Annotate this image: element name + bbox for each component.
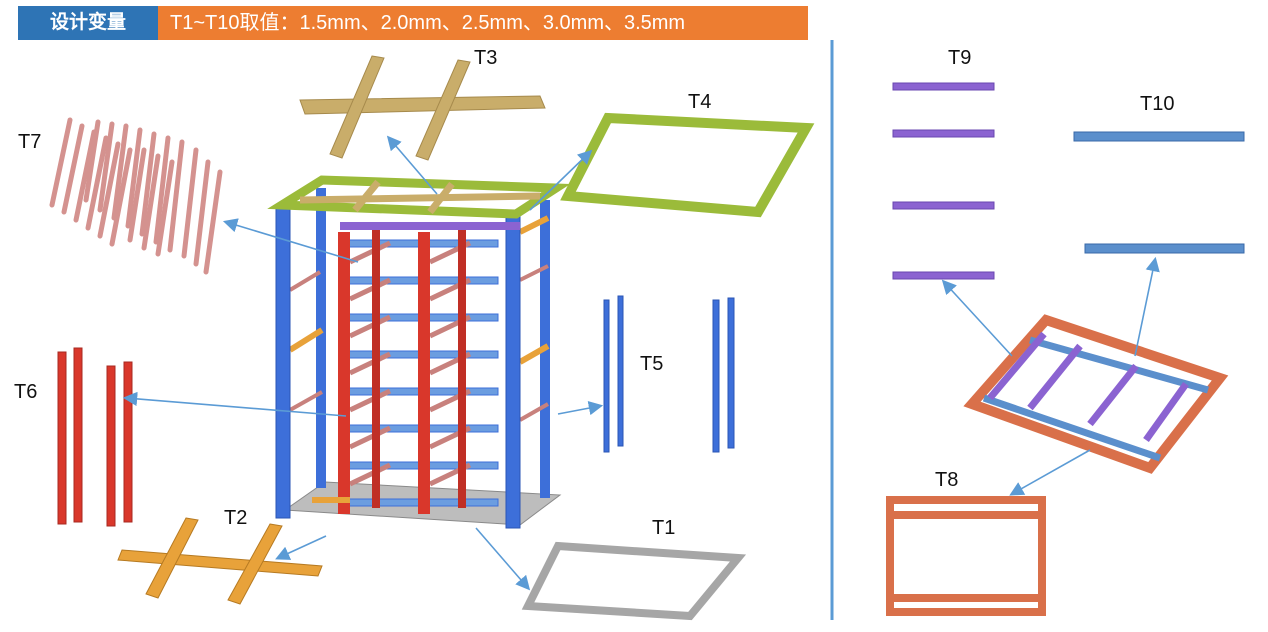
assembly-top-frame: [267, 175, 571, 219]
assembly-side-braces: [288, 215, 550, 503]
assembly-back-post: [316, 188, 326, 488]
t9-beams: [892, 82, 995, 280]
assembly-purple-beam: [340, 222, 520, 230]
label-t2: T2: [224, 507, 247, 529]
label-t6: T6: [14, 381, 37, 403]
t8-frame: [886, 496, 1046, 616]
main-assembly: [267, 175, 571, 529]
label-t1: T1: [652, 517, 675, 539]
label-t9: T9: [948, 47, 971, 69]
assembly-front-post: [275, 205, 291, 519]
assembly-red-column: [372, 226, 380, 508]
assembly-red-column: [418, 232, 430, 514]
label-t7: T7: [18, 131, 41, 153]
assembly-front-post: [505, 213, 521, 529]
t6-columns: [57, 347, 133, 527]
t5-posts: [603, 295, 735, 453]
assembly-red-column: [458, 226, 466, 508]
t2-cross: [117, 517, 323, 605]
bottom-subassembly: [963, 314, 1229, 474]
banner-text: T1~T10取值：1.5mm、2.0mm、2.5mm、3.0mm、3.5mm: [158, 6, 808, 40]
assembly-top-cross: [299, 179, 541, 215]
t10-beams: [1073, 131, 1245, 254]
t3-cross: [299, 55, 546, 161]
t1-frame: [521, 541, 747, 621]
t7-slats: [49, 117, 223, 275]
assembly-red-column: [338, 232, 350, 514]
t4-frame: [560, 112, 815, 218]
label-t4: T4: [688, 91, 711, 113]
label-t3: T3: [474, 47, 497, 69]
assembly-side-slats: [288, 264, 549, 422]
design-variables-banner: 设计变量 T1~T10取值：1.5mm、2.0mm、2.5mm、3.0mm、3.…: [18, 6, 808, 40]
label-t8: T8: [935, 469, 958, 491]
leader-arrows: [122, 135, 1160, 591]
label-t5: T5: [640, 353, 663, 375]
banner-tag: 设计变量: [18, 6, 158, 40]
label-t10: T10: [1140, 93, 1174, 115]
